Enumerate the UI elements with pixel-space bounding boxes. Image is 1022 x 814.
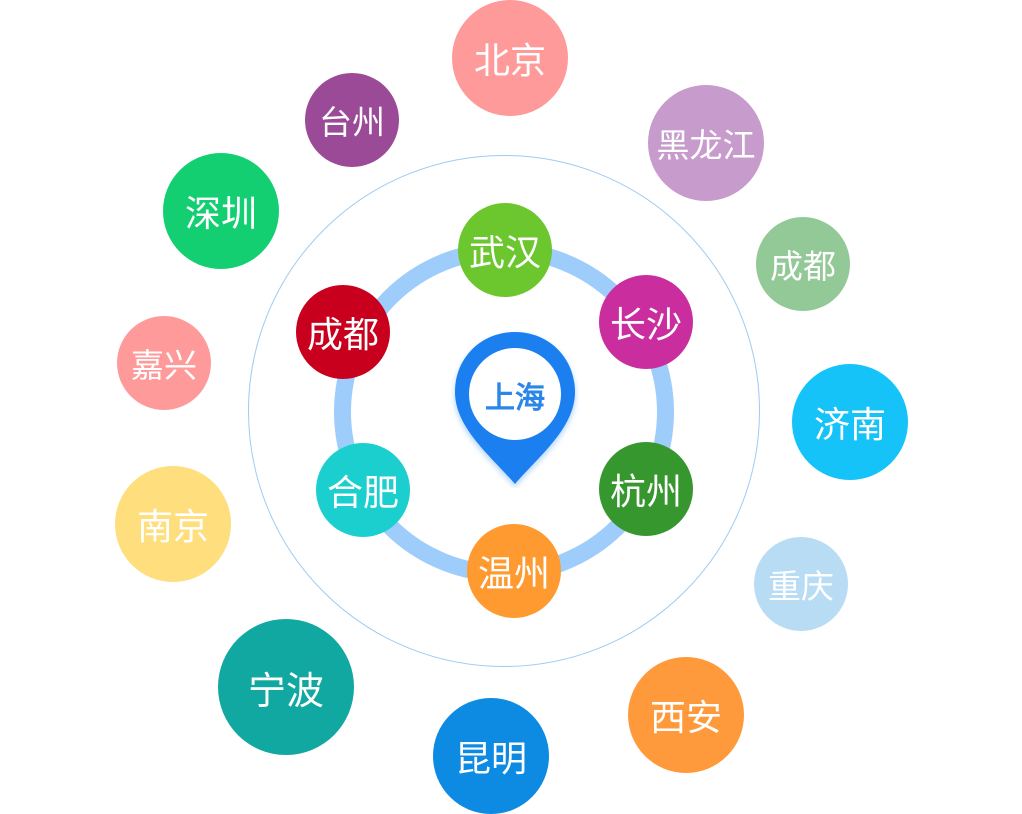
city-node-wenzhou: 温州 bbox=[467, 524, 561, 618]
city-node-jinan: 济南 bbox=[792, 364, 908, 480]
outer-ring bbox=[248, 155, 760, 667]
location-pin-icon bbox=[455, 332, 575, 484]
center-city-label: 上海 bbox=[485, 381, 545, 416]
city-node-nanjing: 南京 bbox=[115, 466, 231, 582]
city-node-taizhou: 台州 bbox=[305, 73, 399, 167]
city-node-hefei: 合肥 bbox=[316, 443, 410, 537]
city-node-chengdu-outer: 成都 bbox=[756, 217, 850, 311]
city-node-jiaxing: 嘉兴 bbox=[117, 316, 211, 410]
city-node-chongqing: 重庆 bbox=[754, 537, 848, 631]
city-node-chengdu-inner: 成都 bbox=[296, 285, 390, 379]
pin-inner-circle bbox=[469, 348, 561, 440]
city-node-beijing: 北京 bbox=[452, 0, 568, 116]
city-node-heilongjiang: 黑龙江 bbox=[648, 85, 764, 201]
city-node-changsha: 长沙 bbox=[599, 275, 693, 369]
city-node-kunming: 昆明 bbox=[433, 698, 549, 814]
city-node-ningbo: 宁波 bbox=[218, 619, 354, 755]
city-node-hangzhou: 杭州 bbox=[599, 442, 693, 536]
city-node-wuhan: 武汉 bbox=[458, 203, 552, 297]
city-node-xian: 西安 bbox=[628, 657, 744, 773]
city-node-shenzhen: 深圳 bbox=[163, 153, 279, 269]
